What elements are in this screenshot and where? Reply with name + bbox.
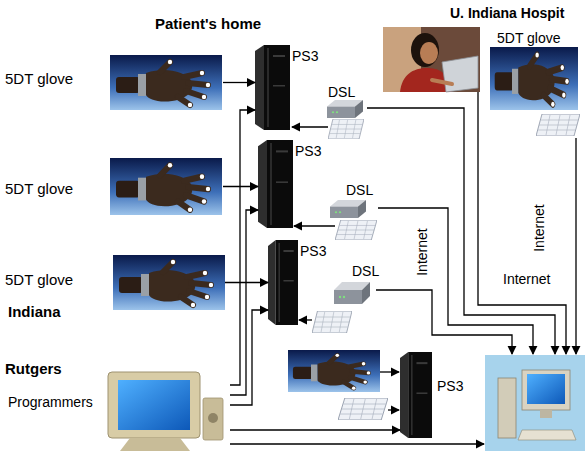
device-label: PS3 — [300, 243, 326, 259]
console-node: PS3 — [258, 140, 326, 228]
device-label: 5DT glove — [497, 30, 561, 46]
modem-node: DSL — [328, 180, 378, 218]
connector-arrow — [230, 110, 255, 385]
device-label: DSL — [328, 84, 355, 100]
device-label: PS3 — [437, 378, 463, 394]
connector-arrow — [230, 310, 268, 405]
network-label: Internet — [413, 228, 429, 275]
site-label: Indiana — [8, 303, 61, 320]
console-node: PS3 — [268, 240, 330, 325]
device-label: PS3 — [292, 48, 318, 64]
glove-node: 5DT glove — [490, 30, 582, 110]
region-heading: Patient's home — [155, 15, 261, 32]
modem-node: DSL — [325, 82, 367, 118]
console-node: PS3 — [255, 45, 323, 130]
connector-arrow — [223, 82, 255, 83]
glove-node: 5DT glove — [4, 255, 225, 310]
device-label: DSL — [346, 182, 373, 198]
connector-arrow — [230, 210, 258, 395]
network-label: Internet — [530, 204, 546, 251]
device-label: 5DT glove — [5, 271, 73, 288]
glove-node: 5DT glove — [4, 55, 223, 110]
site-heading: Rutgers — [5, 360, 62, 377]
computer-node: RutgersProgrammers — [4, 358, 230, 450]
region-heading: U. Indiana Hospit — [450, 5, 564, 21]
glove-node: 5DT glove — [4, 158, 223, 215]
device-label: 5DT glove — [5, 70, 73, 87]
device-label: DSL — [352, 263, 379, 279]
network-label: Internet — [503, 271, 550, 287]
modem-node: DSL — [332, 262, 382, 306]
console-node: PS3 — [400, 352, 466, 438]
device-label: PS3 — [295, 143, 321, 159]
device-label: Programmers — [8, 394, 93, 410]
connector-arrow — [230, 429, 400, 430]
device-label: 5DT glove — [5, 180, 73, 197]
